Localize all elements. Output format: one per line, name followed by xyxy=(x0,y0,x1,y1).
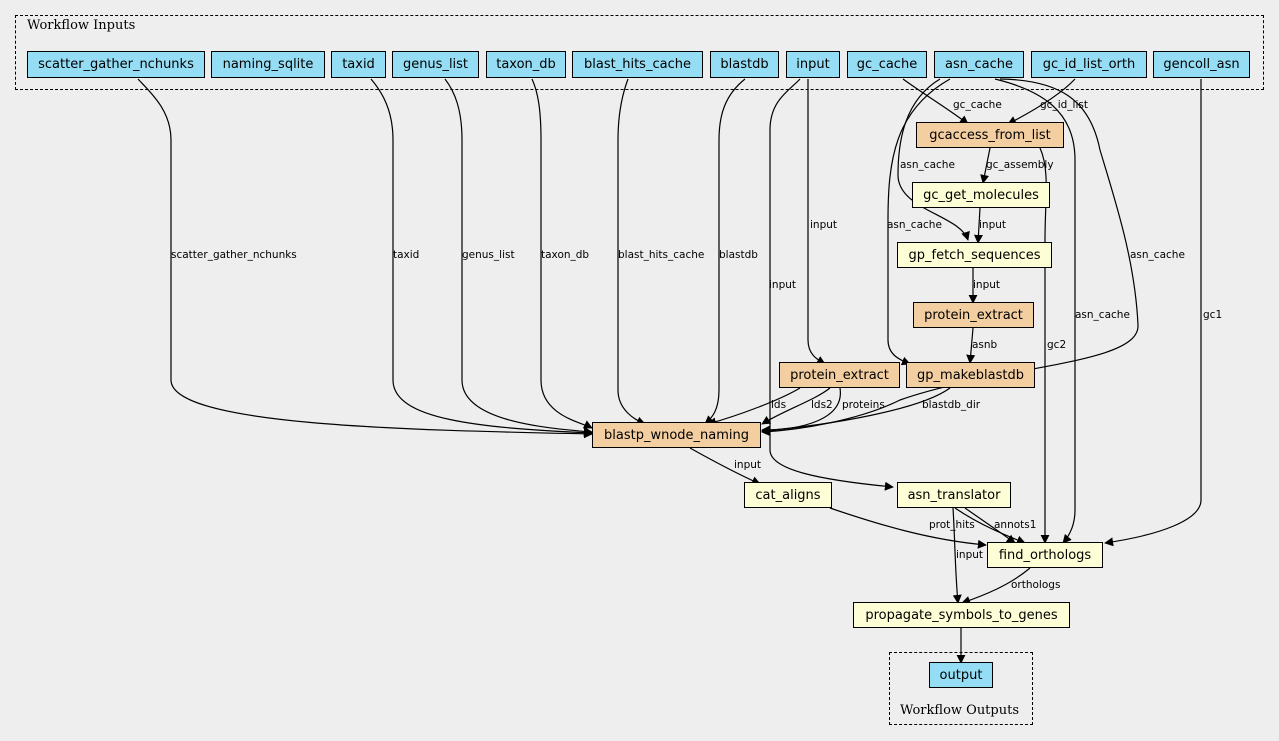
workflow-outputs-cluster xyxy=(889,652,1033,725)
edge-ids xyxy=(707,387,801,427)
step-protein-extract-left[interactable]: protein_extract xyxy=(779,362,900,388)
step-find-orthologs[interactable]: find_orthologs xyxy=(987,542,1103,568)
label-ids: ids xyxy=(771,399,786,411)
label-gc-cache: gc_cache xyxy=(953,99,1002,111)
edge-orthologs xyxy=(961,567,1031,605)
label-orthologs: orthologs xyxy=(1011,579,1060,591)
edge-taxon-db xyxy=(531,78,593,429)
edge-blastdb xyxy=(704,78,746,425)
edge-blast-hits-cache xyxy=(617,78,646,426)
label-gc1: gc1 xyxy=(1203,309,1222,321)
label-asn-cache-makeblastdb: asn_cache xyxy=(887,219,942,231)
edge-asn-cache-to-fetch xyxy=(897,78,970,241)
label-blast-hits-cache: blast_hits_cache xyxy=(618,249,704,261)
label-annots1: annots1 xyxy=(994,519,1036,531)
workflow-inputs-cluster xyxy=(15,15,1264,90)
edge-asn-cache-to-makeblastdb xyxy=(887,78,951,366)
label-taxid: taxid xyxy=(393,249,419,261)
edge-annots1 xyxy=(954,507,1026,545)
step-gcaccess-from-list[interactable]: gcaccess_from_list xyxy=(916,122,1064,148)
workflow-inputs-label: Workflow Inputs xyxy=(27,18,136,33)
step-propagate-symbols-to-genes[interactable]: propagate_symbols_to_genes xyxy=(853,602,1070,628)
label-blastdb-dir: blastdb_dir xyxy=(922,399,981,411)
edge-asnb xyxy=(966,327,976,364)
edge-blastp-input xyxy=(689,447,761,485)
step-gc-get-molecules[interactable]: gc_get_molecules xyxy=(912,182,1050,208)
label-scatter-gather-nchunks: scatter_gather_nchunks xyxy=(171,249,297,261)
label-fetch-input: input xyxy=(973,279,1000,291)
label-taxon-db: taxon_db xyxy=(541,249,589,261)
edge-molecules-input xyxy=(973,207,983,244)
label-gc-id-list: gc_id_list xyxy=(1040,99,1088,111)
label-blastp-input: input xyxy=(734,459,761,471)
step-protein-extract-top[interactable]: protein_extract xyxy=(913,302,1034,328)
workflow-outputs-label: Workflow Outputs xyxy=(900,703,1019,718)
input-node-asn-cache[interactable]: asn_cache xyxy=(934,51,1024,78)
input-node-taxid[interactable]: taxid xyxy=(331,51,386,78)
edge-gc-id-list xyxy=(1007,78,1076,125)
input-node-gc-id-list-orth[interactable]: gc_id_list_orth xyxy=(1031,51,1147,78)
edge-asn-cache-to-find-orthologs xyxy=(994,78,1076,544)
input-node-gc-cache[interactable]: gc_cache xyxy=(847,51,927,78)
step-gp-makeblastdb[interactable]: gp_makeblastdb xyxy=(906,362,1035,388)
edge-prot-hits xyxy=(829,507,987,549)
label-prot-hits: prot_hits xyxy=(929,519,975,531)
label-lds2: lds2 xyxy=(811,399,833,411)
edge-input-to-asn-translator xyxy=(769,78,894,491)
edge-translator-input xyxy=(952,507,962,604)
label-proteins: proteins xyxy=(842,399,885,411)
label-genus-list: genus_list xyxy=(462,249,515,261)
label-translator-input: input xyxy=(956,549,983,561)
output-node-output[interactable]: output xyxy=(929,662,993,688)
input-node-taxon-db[interactable]: taxon_db xyxy=(486,51,566,78)
edge-blastdb-dir xyxy=(761,387,951,435)
edge-asn-cache-to-blastp xyxy=(761,78,1139,437)
label-gc-assembly: gc_assembly xyxy=(986,159,1054,171)
label-asn-cache-blastp: asn_cache xyxy=(1130,249,1185,261)
edge-taxid xyxy=(370,78,593,438)
input-node-gencoll-asn[interactable]: gencoll_asn xyxy=(1153,51,1250,78)
label-input-protein-extract: input xyxy=(810,219,837,231)
edge-gc-assembly xyxy=(980,147,991,184)
input-node-naming-sqlite[interactable]: naming_sqlite xyxy=(211,51,325,78)
edge-translator-to-find xyxy=(964,507,1016,544)
input-node-scatter-gather-nchunks[interactable]: scatter_gather_nchunks xyxy=(27,51,205,78)
label-input-translator: input xyxy=(769,279,796,291)
label-molecules-input: input xyxy=(979,219,1006,231)
step-gp-fetch-sequences[interactable]: gp_fetch_sequences xyxy=(897,242,1052,268)
input-node-blastdb[interactable]: blastdb xyxy=(710,51,779,78)
step-cat-aligns[interactable]: cat_aligns xyxy=(744,482,832,508)
step-blastp-wnode-naming[interactable]: blastp_wnode_naming xyxy=(592,422,761,448)
edge-scatter-gather-nchunks xyxy=(137,78,593,439)
label-asn-cache-find: asn_cache xyxy=(1075,309,1130,321)
label-blastdb: blastdb xyxy=(719,249,758,261)
label-asnb: asnb xyxy=(972,339,998,351)
edge-lds2 xyxy=(761,387,831,425)
edge-gc-cache xyxy=(902,78,969,125)
edge-gc1 xyxy=(1104,79,1202,547)
label-asn-cache-fetch: asn_cache xyxy=(900,159,955,171)
input-node-genus-list[interactable]: genus_list xyxy=(392,51,479,78)
input-node-blast-hits-cache[interactable]: blast_hits_cache xyxy=(572,51,703,78)
input-node-input[interactable]: input xyxy=(786,51,840,78)
label-gc2: gc2 xyxy=(1047,339,1066,351)
edge-genus-list xyxy=(444,78,593,436)
step-asn-translator[interactable]: asn_translator xyxy=(897,482,1011,508)
